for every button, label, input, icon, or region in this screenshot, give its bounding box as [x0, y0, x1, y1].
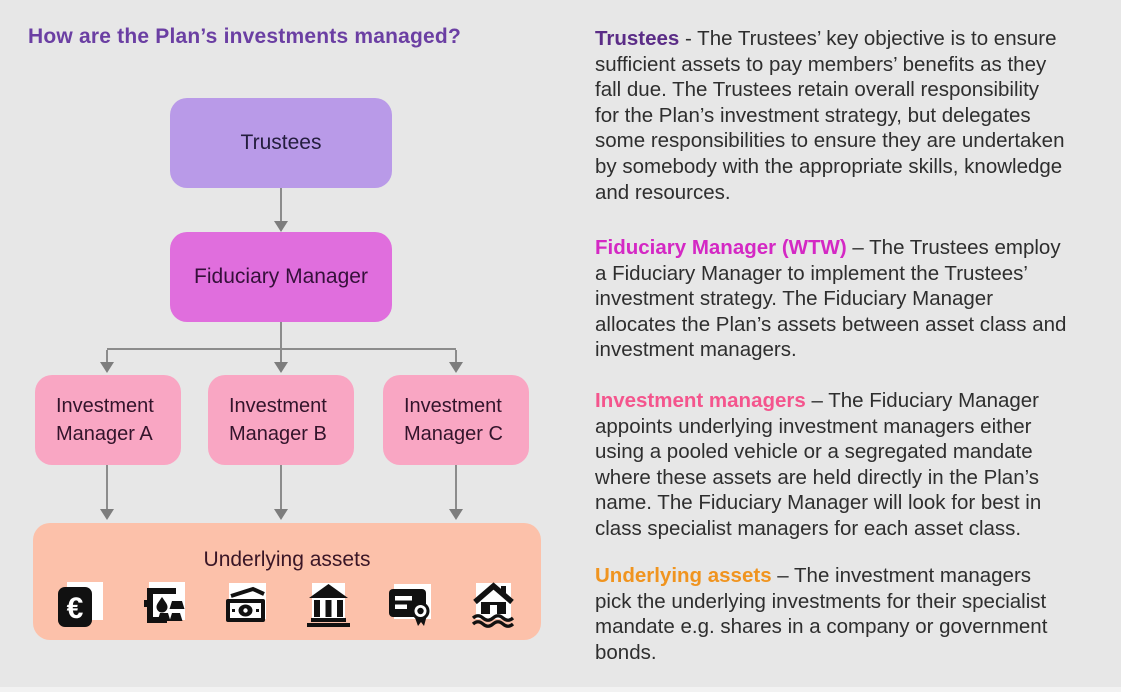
- connector-stem: [280, 322, 282, 349]
- definition-body: – The Trustees employ a Fiduciary Manage…: [595, 236, 1067, 362]
- arrow-trustees-to-fiduciary: [280, 188, 282, 223]
- euro-currency-icon: €: [58, 582, 103, 627]
- branch-drop-middle: [280, 350, 282, 363]
- connector-branch: [107, 348, 456, 350]
- definition-term: Fiduciary Manager (WTW): [595, 236, 847, 259]
- definition-term: Trustees: [595, 27, 680, 50]
- definition-term: Underlying assets: [595, 564, 772, 587]
- definition-trustees: Trustees - The Trustees’ key objective i…: [595, 26, 1111, 205]
- arrowhead-icon: [274, 221, 288, 232]
- asset-icons-row: €: [57, 581, 517, 628]
- manager-a-label: Investment Manager A: [56, 395, 154, 445]
- manager-b-label: Investment Manager B: [229, 395, 327, 445]
- definition-body: - The Trustees’ key objective is to ensu…: [595, 27, 1065, 204]
- arrow-manager-a-to-assets: [106, 465, 108, 510]
- definition-body: – The investment managers pick the under…: [595, 564, 1048, 664]
- fiduciary-node-label: Fiduciary Manager: [194, 265, 368, 288]
- investment-manager-b-node: Investment Manager B: [208, 375, 354, 465]
- investment-manager-c-node: Investment Manager C: [383, 375, 529, 465]
- arrowhead-icon: [100, 362, 114, 373]
- definition-fiduciary-manager: Fiduciary Manager (WTW) – The Trustees e…: [595, 235, 1111, 363]
- euro-glyph: €: [67, 592, 84, 625]
- arrowhead-icon: [449, 509, 463, 520]
- arrow-manager-c-to-assets: [455, 465, 457, 510]
- arrowhead-icon: [449, 362, 463, 373]
- bank-building-icon: [306, 583, 350, 627]
- oil-gold-commodities-icon: [143, 582, 185, 623]
- house-property-icon: [471, 582, 515, 628]
- certificate-seal-icon: [389, 584, 432, 626]
- investment-manager-a-node: Investment Manager A: [35, 375, 181, 465]
- trustees-node: Trustees: [170, 98, 392, 188]
- underlying-assets-node: Underlying assets €: [33, 523, 541, 640]
- underlying-assets-label: Underlying assets: [203, 548, 371, 571]
- page-title: How are the Plan’s investments managed?: [28, 25, 461, 48]
- definition-underlying-assets: Underlying assets – The investment manag…: [595, 563, 1111, 665]
- arrowhead-icon: [274, 509, 288, 520]
- arrow-manager-b-to-assets: [280, 465, 282, 510]
- definition-term: Investment managers: [595, 389, 806, 412]
- branch-drop-left: [106, 350, 108, 363]
- arrowhead-icon: [274, 362, 288, 373]
- bottom-edge-strip: [0, 687, 1121, 692]
- definition-body: – The Fiduciary Manager appoints underly…: [595, 389, 1042, 540]
- banknote-growth-icon: [226, 583, 267, 622]
- fiduciary-manager-node: Fiduciary Manager: [170, 232, 392, 322]
- manager-c-label: Investment Manager C: [404, 395, 503, 445]
- definition-investment-managers: Investment managers – The Fiduciary Mana…: [595, 388, 1111, 542]
- trustees-node-label: Trustees: [240, 131, 322, 154]
- branch-drop-right: [455, 350, 457, 363]
- arrowhead-icon: [100, 509, 114, 520]
